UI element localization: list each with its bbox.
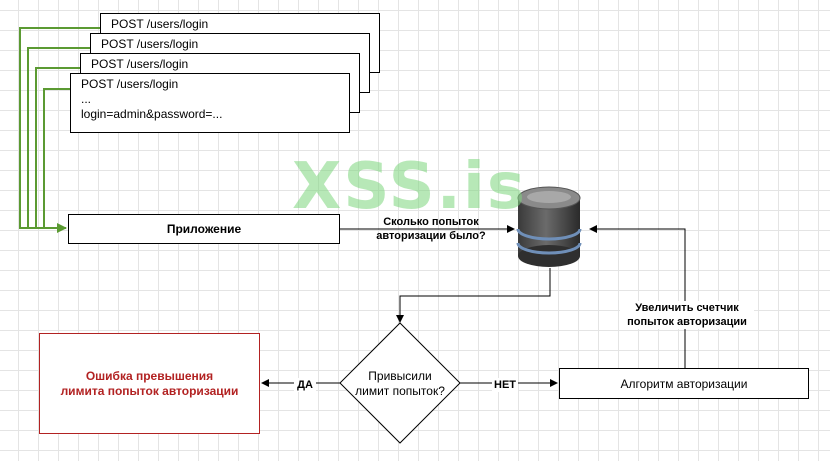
request-line-text: POST /users/login	[101, 37, 199, 51]
watermark: XSS.is	[292, 150, 527, 224]
auth-algorithm-box: Алгоритм авторизации	[559, 368, 809, 399]
auth-label: Алгоритм авторизации	[620, 376, 748, 391]
request-box-4: POST /users/login ... login=admin&passwo…	[70, 73, 350, 133]
db-to-decision-arrow	[396, 268, 551, 323]
app-label: Приложение	[166, 222, 242, 236]
database-cylinder-icon	[516, 186, 582, 267]
request-line-text: ...	[81, 92, 92, 106]
yes-label: ДА	[294, 378, 316, 392]
decision-diamond	[339, 322, 461, 444]
request-line-text: POST /users/login	[81, 77, 179, 91]
request-line-text: POST /users/login	[111, 17, 209, 31]
decision-label: Привысили лимит попыток?	[355, 369, 445, 398]
error-box: Ошибка превышения лимита попыток авториз…	[39, 333, 260, 434]
app-box: Приложение	[68, 214, 340, 244]
increment-label: Увеличить счетчик попыток авторизации	[620, 301, 754, 329]
error-label: Ошибка превышения лимита попыток авториз…	[60, 368, 239, 398]
query-label: Сколько попыток авторизации было?	[376, 216, 486, 242]
request-line-text: POST /users/login	[91, 57, 189, 71]
request-body-text: login=admin&password=...	[81, 107, 223, 121]
request-line-4	[43, 88, 70, 229]
no-label: НЕТ	[492, 378, 518, 392]
auth-to-db-arrow	[589, 225, 686, 368]
